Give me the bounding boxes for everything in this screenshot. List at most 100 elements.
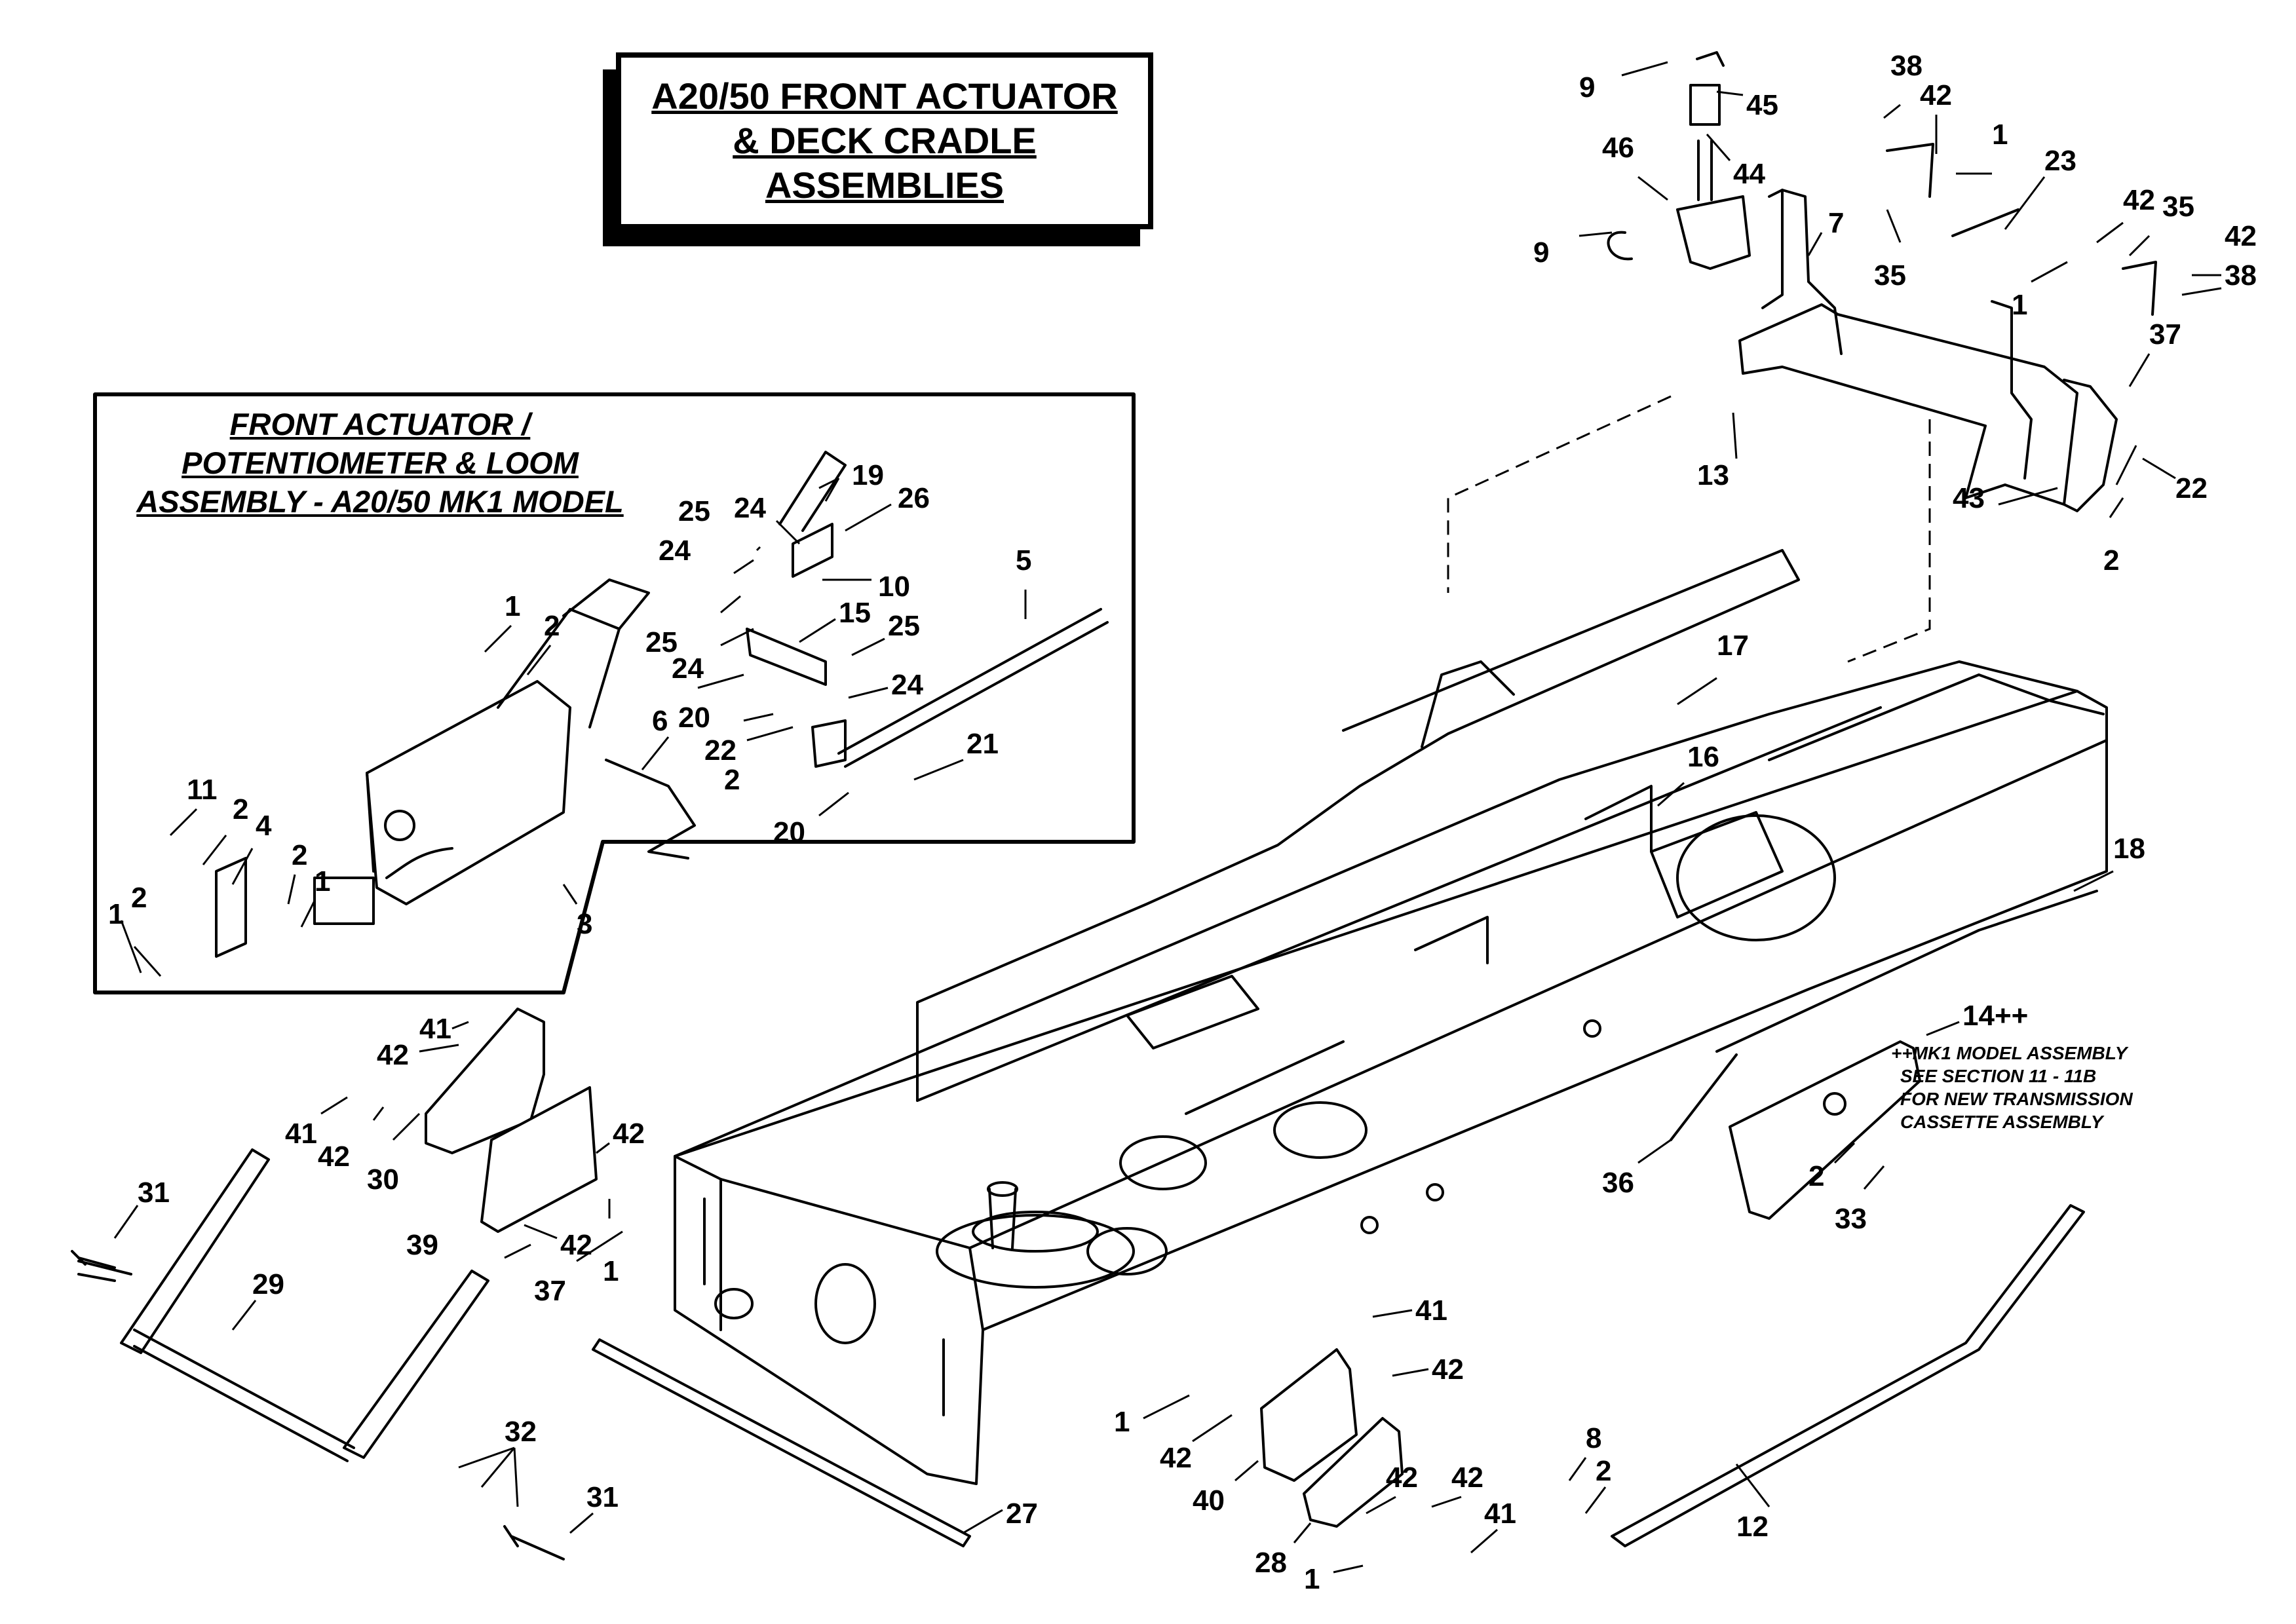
callout-8: 8 bbox=[1586, 1422, 1601, 1454]
callout-42-f: 42 bbox=[613, 1118, 645, 1150]
linkage-rod bbox=[1715, 890, 2098, 1053]
callout-32: 32 bbox=[505, 1416, 537, 1448]
bolt-31-left bbox=[71, 1250, 132, 1275]
transmission-plate bbox=[1729, 1040, 1921, 1220]
callout-42-g: 42 bbox=[560, 1229, 592, 1261]
callout-35-b: 35 bbox=[2162, 191, 2194, 223]
callout-16: 16 bbox=[1687, 741, 1719, 773]
leader-lines bbox=[113, 61, 2222, 1574]
actuator-assembly bbox=[215, 451, 1109, 958]
inset-title-line-2: POTENTIOMETER & LOOM bbox=[182, 445, 579, 480]
title-line-3: ASSEMBLIES bbox=[765, 164, 1004, 206]
callout-36: 36 bbox=[1602, 1167, 1634, 1199]
callout-11: 11 bbox=[187, 774, 218, 806]
bolt-31-bottom bbox=[503, 1525, 565, 1560]
callout-1-h: 1 bbox=[1304, 1563, 1320, 1595]
callout-1-f: 1 bbox=[603, 1255, 619, 1287]
callout-25-c: 25 bbox=[888, 610, 920, 642]
callout-24-d: 24 bbox=[891, 669, 923, 701]
callout-42-e: 42 bbox=[318, 1141, 350, 1173]
callout-29: 29 bbox=[252, 1268, 284, 1300]
callout-5: 5 bbox=[1016, 544, 1031, 576]
rod-27 bbox=[592, 1338, 971, 1547]
inset-frame bbox=[93, 392, 1136, 994]
callout-40: 40 bbox=[1193, 1484, 1225, 1517]
callout-2-g: 2 bbox=[131, 882, 147, 914]
callout-24-c: 24 bbox=[672, 652, 704, 685]
callout-21: 21 bbox=[966, 728, 999, 760]
callout-25-a: 25 bbox=[678, 495, 710, 527]
callout-28: 28 bbox=[1255, 1547, 1287, 1579]
callout-9-b: 9 bbox=[1533, 236, 1549, 269]
callout-20-b: 20 bbox=[773, 816, 805, 848]
callout-41-c: 41 bbox=[1415, 1294, 1447, 1327]
callout-33: 33 bbox=[1835, 1203, 1867, 1235]
plate-bushing bbox=[1823, 1092, 1846, 1116]
note-line-3: FOR NEW TRANSMISSION bbox=[1900, 1089, 2133, 1109]
bracket-28 bbox=[1303, 1417, 1404, 1528]
callout-2-e: 2 bbox=[233, 793, 248, 825]
callout-42-d: 42 bbox=[377, 1039, 409, 1071]
inset-title-line-1: FRONT ACTUATOR / bbox=[229, 407, 531, 442]
bracket-39 bbox=[480, 1086, 598, 1233]
callout-19: 19 bbox=[852, 459, 884, 491]
callout-35-a: 35 bbox=[1874, 259, 1906, 292]
title-line-2: & DECK CRADLE bbox=[733, 120, 1037, 161]
callout-2-a: 2 bbox=[2103, 544, 2119, 576]
inset-title-line-3: ASSEMBLY - A20/50 MK1 MODEL bbox=[136, 484, 624, 519]
note-line-1: ++MK1 MODEL ASSEMBLY bbox=[1891, 1043, 2128, 1063]
callout-42-a: 42 bbox=[1920, 79, 1952, 111]
callout-42-k: 42 bbox=[1451, 1462, 1483, 1494]
callout-23: 23 bbox=[2044, 145, 2076, 177]
callout-42-b: 42 bbox=[2123, 184, 2155, 216]
callout-22-a: 22 bbox=[2175, 472, 2208, 504]
title-line-1: A20/50 FRONT ACTUATOR bbox=[651, 75, 1118, 117]
callout-10: 10 bbox=[878, 571, 910, 603]
callout-27: 27 bbox=[1006, 1498, 1038, 1530]
top-right-hardware bbox=[1607, 51, 2157, 316]
callout-1-c: 1 bbox=[505, 590, 520, 622]
callout-31-a: 31 bbox=[138, 1177, 170, 1209]
callout-13: 13 bbox=[1697, 459, 1729, 491]
callout-9-a: 9 bbox=[1579, 71, 1595, 104]
callout-25-b: 25 bbox=[645, 626, 678, 658]
callout-42-i: 42 bbox=[1160, 1442, 1192, 1474]
callout-2-h: 2 bbox=[1808, 1160, 1824, 1192]
callout-37-b: 37 bbox=[534, 1275, 566, 1307]
callout-38-a: 38 bbox=[1890, 50, 1923, 82]
rod-12 bbox=[1611, 1204, 2085, 1547]
callout-2-c: 2 bbox=[724, 764, 740, 796]
front-frame-29 bbox=[77, 1148, 489, 1462]
mk1-note: ++MK1 MODEL ASSEMBLY SEE SECTION 11 - 11… bbox=[1891, 1042, 2241, 1133]
pin-rod-36 bbox=[1670, 1053, 1738, 1141]
inset-title: FRONT ACTUATOR / POTENTIOMETER & LOOM AS… bbox=[105, 405, 655, 521]
callout-26: 26 bbox=[898, 482, 930, 514]
callout-2-i: 2 bbox=[1596, 1455, 1611, 1487]
callout-31-b: 31 bbox=[586, 1481, 619, 1513]
callout-7: 7 bbox=[1828, 207, 1844, 239]
callout-45: 45 bbox=[1746, 89, 1778, 121]
callout-1-a: 1 bbox=[1992, 119, 2008, 151]
callout-1-b: 1 bbox=[2012, 289, 2027, 321]
callout-3: 3 bbox=[577, 908, 592, 940]
callout-2-f: 2 bbox=[292, 839, 307, 871]
callout-37-a: 37 bbox=[2149, 318, 2181, 350]
deck-cradle-frame bbox=[674, 549, 2108, 1485]
callout-39: 39 bbox=[406, 1229, 438, 1261]
alignment-dash-left bbox=[1447, 395, 1672, 593]
callout-24-b: 24 bbox=[659, 535, 691, 567]
bracket-30 bbox=[425, 1008, 545, 1154]
callout-42-h: 42 bbox=[1432, 1353, 1464, 1386]
callout-41-d: 41 bbox=[1484, 1498, 1516, 1530]
callout-30: 30 bbox=[367, 1163, 399, 1196]
callout-22-b: 22 bbox=[704, 734, 737, 766]
callout-2-d: 2 bbox=[544, 610, 560, 642]
callout-38-b: 38 bbox=[2225, 259, 2257, 292]
callout-1-e: 1 bbox=[108, 898, 124, 930]
callout-15: 15 bbox=[839, 597, 871, 629]
callout-12: 12 bbox=[1736, 1511, 1769, 1543]
callout-20-a: 20 bbox=[678, 702, 710, 734]
diagram-title-box: A20/50 FRONT ACTUATOR & DECK CRADLE ASSE… bbox=[616, 52, 1153, 229]
